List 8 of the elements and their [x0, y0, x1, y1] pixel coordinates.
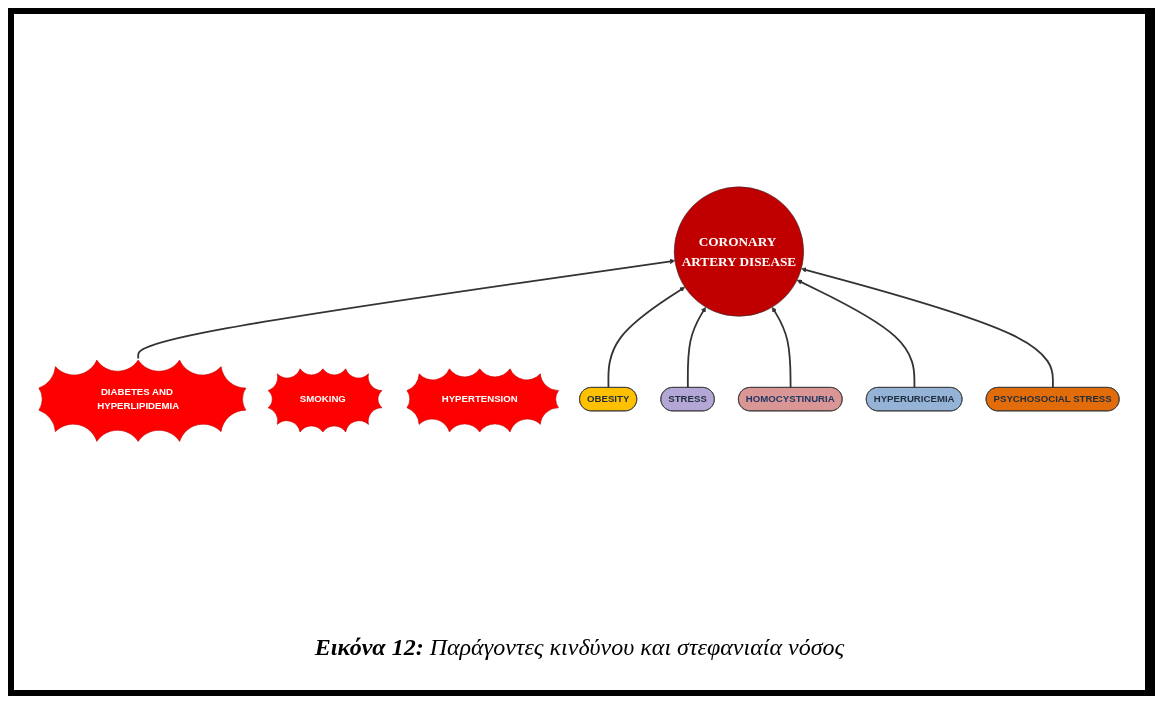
arrow [771, 306, 792, 389]
arrow [137, 258, 676, 360]
arrow [686, 306, 706, 389]
arrow [607, 286, 686, 389]
node-circle: CORONARY ARTERY DISEASE [673, 186, 804, 317]
arrow [796, 279, 916, 389]
arrow [801, 267, 1054, 389]
figure-caption: Εικόνα 12: Παράγοντες κινδύνου και στεφανιαία νόσος [314, 634, 845, 660]
